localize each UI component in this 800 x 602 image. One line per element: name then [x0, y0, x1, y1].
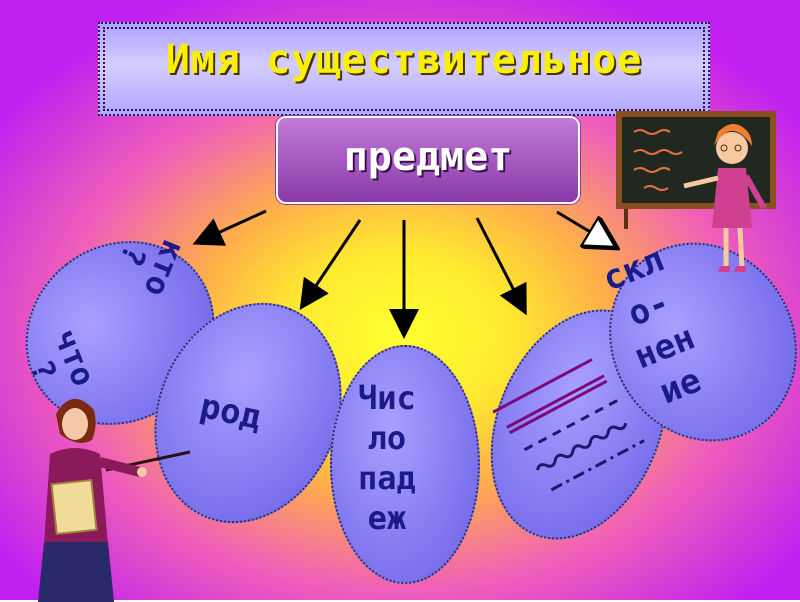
arrow-to-gender [299, 219, 362, 310]
number-case-label: Чис ло пад еж [358, 379, 416, 537]
arrow-to-parts [475, 217, 527, 316]
teacher-with-folder-illustration [38, 398, 191, 602]
subject-box: предмет [276, 116, 580, 204]
teacher-at-blackboard-illustration [616, 111, 776, 272]
title-banner: Имя существительное [98, 22, 710, 116]
page-title: Имя существительное [165, 37, 643, 83]
arrow-to-declension [556, 210, 612, 245]
number-case-oval [330, 345, 480, 584]
subject-label: предмет [343, 134, 513, 180]
arrow-to-questions [192, 209, 267, 246]
